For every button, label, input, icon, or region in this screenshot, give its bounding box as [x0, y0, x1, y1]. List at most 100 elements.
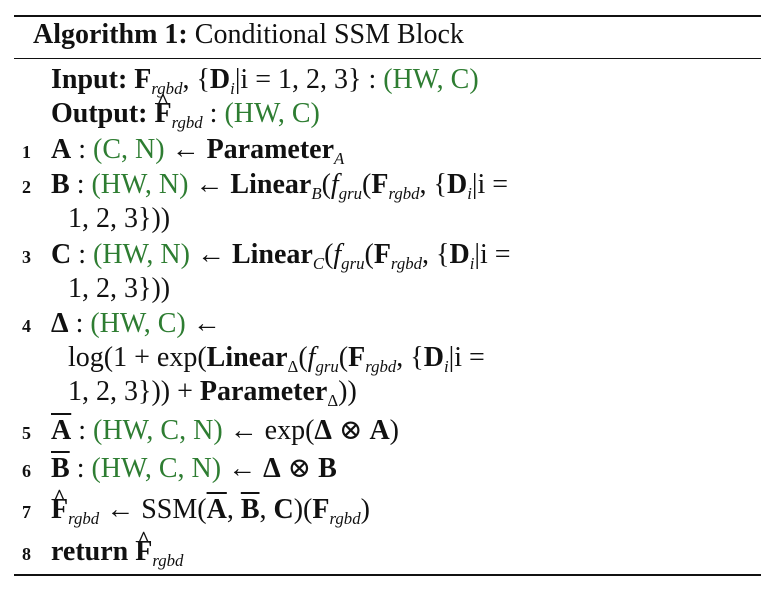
linear-op: Linear	[206, 342, 288, 373]
colon: :	[68, 308, 91, 339]
linear-op: Linear	[231, 239, 313, 270]
parameter-op: Parameter	[206, 134, 335, 165]
var-D: D	[423, 342, 444, 373]
colon: :	[361, 64, 384, 95]
func-f: f	[307, 342, 316, 373]
sub-rgbd: rgbd	[388, 183, 420, 203]
step-4: Δ : (HW, C) ←	[51, 308, 221, 340]
sub-rgbd: rgbd	[152, 550, 184, 570]
var-delta: Δ	[51, 308, 69, 339]
step-2-cont: 1, 2, 3}))	[68, 203, 170, 235]
log-exp: log(1 + exp(	[68, 342, 207, 373]
set-range: |i = 1, 2, 3}	[234, 64, 362, 95]
sub-rgbd: rgbd	[68, 508, 100, 528]
output-line: Output: Frgbd : (HW, C)	[51, 85, 320, 132]
step-2: B : (HW, N) ← LinearB(fgru(Frgbd, {Di|i …	[51, 169, 509, 203]
title-rule	[14, 58, 761, 59]
var-A: A	[51, 134, 72, 165]
sub-rgbd: rgbd	[390, 253, 423, 273]
line-number-7: 7	[22, 502, 31, 522]
var-A-bar: A	[51, 415, 72, 446]
step-6: B : (HW, C, N) ← Δ ⊗ B	[51, 453, 337, 485]
shape-hwn: (HW, N)	[93, 239, 190, 270]
sub-delta: Δ	[287, 356, 299, 376]
sub-A: A	[334, 148, 345, 168]
var-C: C	[51, 239, 72, 270]
var-A: A	[369, 415, 390, 446]
top-rule	[14, 15, 761, 17]
sub-C: C	[312, 253, 325, 273]
assign-arrow: ←	[188, 169, 231, 200]
var-B-bar: B	[240, 494, 260, 525]
line-number-4: 4	[22, 316, 31, 336]
assign-arrow: ←	[185, 308, 221, 339]
var-F: F	[134, 64, 152, 95]
colon: :	[202, 98, 225, 129]
sub-i: i	[467, 183, 472, 203]
set-range-end: 1, 2, 3}))	[68, 273, 171, 304]
input-label: Input:	[51, 64, 128, 95]
step-4-cont-2: 1, 2, 3})) + ParameterΔ))	[68, 376, 357, 410]
assign-arrow: ←	[221, 453, 264, 484]
var-B-bar: B	[51, 453, 70, 484]
sub-i: i	[443, 356, 449, 376]
var-C: C	[273, 494, 294, 525]
input-line: Input: Frgbd, {Di|i = 1, 2, 3} : (HW, C)	[51, 64, 479, 98]
output-label: Output:	[51, 98, 148, 129]
shape-hwc: (HW, C)	[383, 64, 479, 95]
shape-hwcn: (HW, C, N)	[91, 453, 222, 484]
sub-B: B	[311, 183, 322, 203]
return-keyword: return	[51, 536, 129, 567]
otimes: ⊗	[280, 453, 319, 484]
colon: :	[71, 415, 94, 446]
assign-arrow: ←	[222, 415, 265, 446]
step-7: Frgbd ← SSM(A, B, C)(Frgbd)	[51, 481, 370, 528]
shape-hwcn: (HW, C, N)	[93, 415, 223, 446]
assign-arrow: ←	[99, 494, 142, 525]
shape-cn: (C, N)	[93, 134, 165, 165]
var-F: F	[373, 239, 391, 270]
step-5: A : (HW, C, N) ← exp(Δ ⊗ A)	[51, 415, 399, 446]
var-B: B	[51, 169, 70, 200]
var-F: F	[371, 169, 389, 200]
algorithm-name: Conditional SSM Block	[194, 19, 464, 50]
bottom-rule	[14, 574, 761, 576]
exp-open: exp(	[264, 415, 315, 446]
linear-op: Linear	[230, 169, 312, 200]
var-B: B	[318, 453, 337, 484]
sub-i: i	[230, 78, 235, 98]
set-range-end: 1, 2, 3}))	[68, 203, 171, 234]
sub-rgbd: rgbd	[365, 356, 397, 376]
colon: :	[71, 239, 94, 270]
var-F-hat: F	[51, 481, 68, 526]
func-f: f	[333, 239, 342, 270]
sub-rgbd: rgbd	[171, 112, 203, 132]
step-8: return Frgbd	[51, 523, 184, 570]
func-f: f	[330, 169, 339, 200]
set-range-start: |i =	[471, 169, 509, 200]
line-number-2: 2	[22, 177, 31, 197]
set-range-start: |i =	[474, 239, 511, 270]
set-range-end: 1, 2, 3})) +	[68, 376, 200, 407]
var-F: F	[312, 494, 330, 525]
line-number-8: 8	[22, 544, 31, 564]
colon: :	[69, 453, 92, 484]
var-F-hat: F	[135, 523, 152, 568]
var-F-hat: F	[154, 85, 171, 130]
step-3-cont: 1, 2, 3}))	[68, 273, 170, 305]
sub-delta: Δ	[327, 390, 339, 410]
ssm-op: SSM(	[141, 494, 207, 525]
step-4-cont-1: log(1 + exp(LinearΔ(fgru(Frgbd, {Di|i =	[68, 342, 485, 376]
line-number-6: 6	[22, 461, 31, 481]
algorithm-title: Algorithm 1: Conditional SSM Block	[33, 19, 464, 51]
sub-i: i	[469, 253, 475, 273]
var-D: D	[449, 239, 470, 270]
line-number-1: 1	[22, 142, 31, 162]
assign-arrow: ←	[164, 134, 207, 165]
parameter-op: Parameter	[199, 376, 328, 407]
sub-rgbd: rgbd	[329, 508, 361, 528]
algorithm-label: Algorithm 1:	[33, 19, 188, 50]
var-D: D	[446, 169, 468, 200]
step-3: C : (HW, N) ← LinearC(fgru(Frgbd, {Di|i …	[51, 239, 511, 273]
var-delta: Δ	[314, 415, 332, 446]
